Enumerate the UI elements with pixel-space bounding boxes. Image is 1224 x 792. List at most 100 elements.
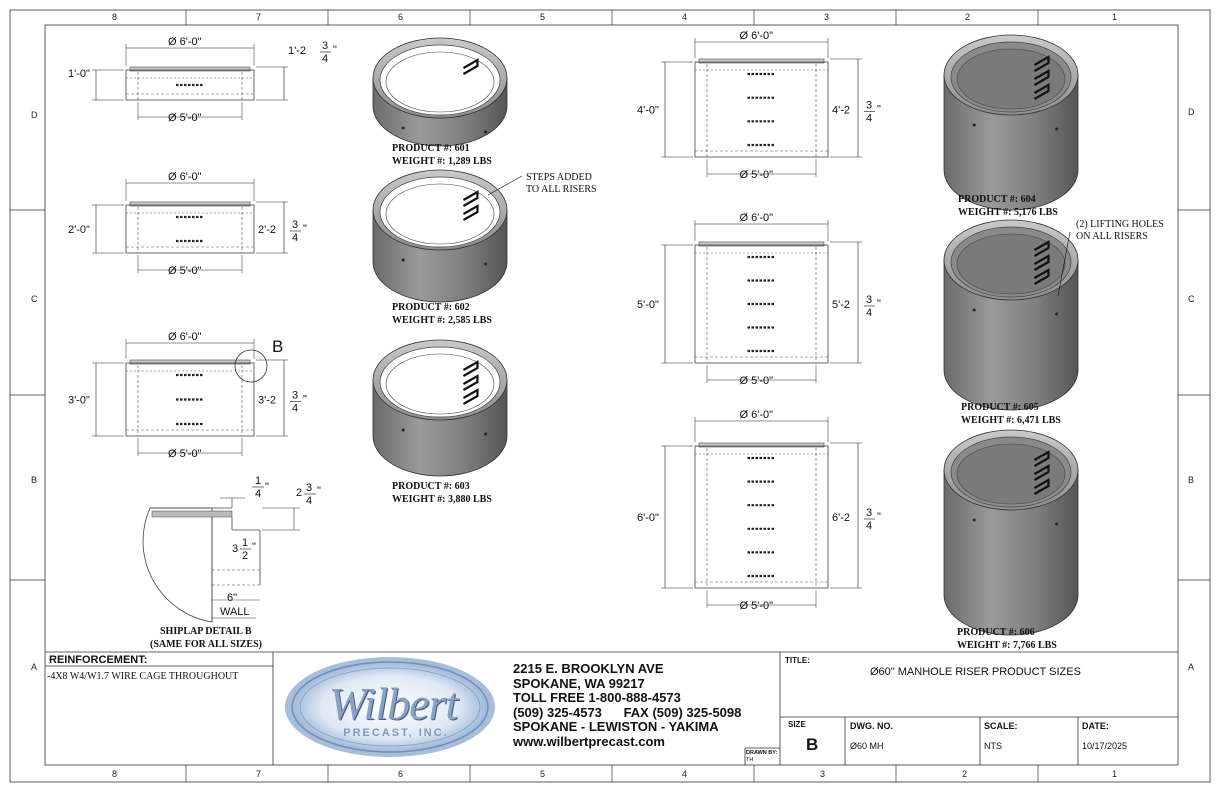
product-606-weight: WEIGHT #: 7,766 LBS [957,640,1057,651]
lid-flange [698,58,825,64]
right-height-frac-den: 4 [866,113,872,125]
detail-top-den: 4 [255,488,261,500]
address-line-5: SPOKANE - LEWISTON - YAKIMA [513,719,719,734]
detail-wall-value: 6" [227,592,237,604]
reinforcement-label: REINFORCEMENT: [49,654,148,666]
detail-mid-num: 1 [242,537,248,549]
id-dimension-label: Ø 5'-0" [168,265,202,277]
zone-row-a-right: A [1188,662,1194,672]
zone-row-c: C [31,294,38,304]
step-icon [1033,450,1050,467]
left-height-label: 5'-0" [637,299,659,311]
shiplap-detail [142,497,300,623]
lifting-hole [972,123,976,127]
left-height-label: 2'-0" [68,224,90,236]
right-height-frac-num: 3 [866,100,872,112]
od-dimension-label: Ø 6'-0" [168,331,202,343]
left-height-label: 4'-0" [637,105,659,117]
zone-col-3-bottom: 3 [820,769,825,779]
step-icon [1033,268,1050,285]
detail-right-prefix: 2 [296,487,302,499]
wilbert-logo [285,657,495,757]
lid-flange [698,241,825,247]
id-dimension-label: Ø 5'-0" [740,169,774,181]
right-height-frac-den: 4 [322,53,328,65]
step-icon [1033,55,1050,72]
id-dimension-label: Ø 5'-0" [168,112,202,124]
zone-row-d: D [31,110,38,120]
riser-body [943,259,1079,411]
right-height-frac-num: 3 [866,507,872,519]
dwg-no-label: DWG. NO. [850,721,893,731]
zone-col-1-bottom: 1 [1112,769,1117,779]
date-label: DATE: [1082,721,1109,731]
riser-outline [694,244,829,364]
address-line-2: SPOKANE, WA 99217 [513,675,645,691]
detail-right-inch: " [317,485,321,497]
riser-rendering-6 [943,429,1079,636]
product-602-number: PRODUCT #: 602 [392,302,470,313]
title-label: TITLE: [785,656,810,665]
od-dimension-label: Ø 6'-0" [168,171,202,183]
lid-flange [129,66,251,72]
address-line-1: 2215 E. BROOKLYN AVE [513,661,664,676]
lifting-note-line2: ON ALL RISERS [1076,231,1148,242]
zone-col-8: 8 [112,12,117,22]
lifting-hole [1055,127,1059,131]
zone-row-b-right: B [1188,475,1194,485]
zone-row-d-right: D [1188,107,1195,117]
riser-outline [125,204,255,254]
lifting-hole [484,130,488,134]
detail-mid-den: 2 [242,550,248,562]
right-height-frac-den: 4 [292,232,298,244]
detail-callout-circle [234,349,268,383]
zone-col-5: 5 [540,12,545,22]
zone-col-5-bottom: 5 [540,769,545,779]
steps-note-line2: TO ALL RISERS [526,184,597,195]
lifting-hole [484,262,488,266]
step-icon [462,58,479,75]
zone-ticks [10,10,1210,782]
steps-note-line1: STEPS ADDED [526,172,592,183]
zone-col-6: 6 [398,12,403,22]
lifting-note-line1: (2) LIFTING HOLES [1076,219,1164,230]
step-icon [1033,240,1050,257]
riser-rendering-1 [372,37,508,147]
zone-col-7: 7 [256,12,261,22]
product-601-weight: WEIGHT #: 1,289 LBS [392,156,492,167]
step-icon [462,360,479,377]
company-address: 2215 E. BROOKLYN AVE SPOKANE, WA 99217 T… [513,661,741,749]
zone-col-2: 2 [965,12,970,22]
dwg-no-value: Ø60 MH [850,741,884,751]
riser-outline [694,61,829,158]
detail-mid-prefix: 3 [232,543,238,555]
zone-col-6-bottom: 6 [398,769,403,779]
left-height-label: 1'-0" [68,68,90,80]
reinforcement-value: -4X8 W4/W1.7 WIRE CAGE THROUGHOUT [47,671,239,682]
right-height-inch: " [333,44,337,56]
riser-rendering-2 [372,169,508,303]
detail-subtitle: (SAME FOR ALL SIZES) [150,639,262,650]
zone-col-4: 4 [682,12,687,22]
step-icon [1033,254,1050,271]
lifting-hole [1055,522,1059,526]
riser-outline [125,362,255,437]
title-block-grid [45,651,1178,765]
step-icon [1033,83,1050,100]
lifting-hole [972,518,976,522]
zone-row-b: B [31,475,37,485]
right-height-label: 3'-2 [258,395,276,407]
step-icon [1033,69,1050,86]
riser-outline [694,445,829,589]
detail-title: SHIPLAP DETAIL B [160,626,252,637]
step-icon [462,374,479,391]
zone-col-7-bottom: 7 [256,769,261,779]
step-icon [462,190,479,207]
logo-name: Wilbert [328,678,458,729]
